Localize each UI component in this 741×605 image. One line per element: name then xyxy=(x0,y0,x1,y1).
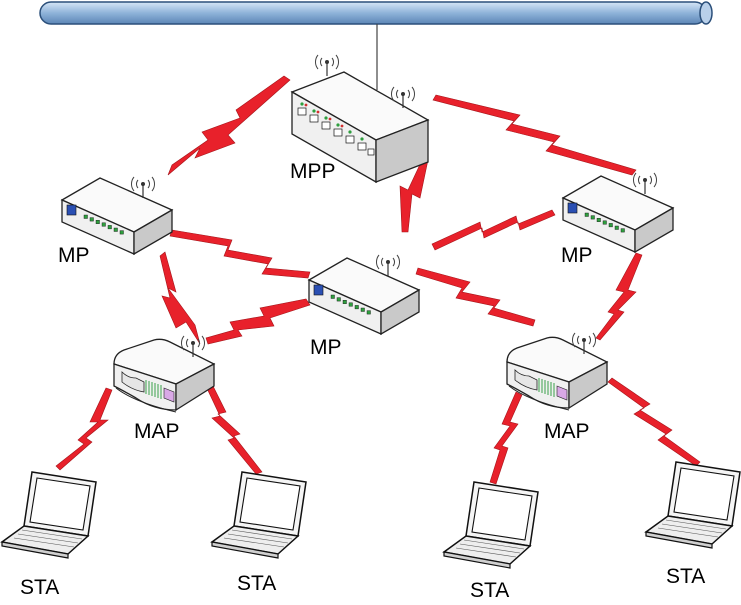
link-mp-left-mp-center xyxy=(169,229,311,279)
mp-right-label: MP xyxy=(561,244,593,267)
mp-center-label: MP xyxy=(310,336,342,359)
antenna-icon xyxy=(632,172,658,195)
sta-3-laptop-icon xyxy=(443,481,539,569)
sta-2-label: STA xyxy=(237,572,276,595)
link-mpp-mp-right xyxy=(432,94,637,176)
mp-left-label: MP xyxy=(58,244,90,267)
link-mp-center-map-right xyxy=(415,267,536,327)
link-mpp-mp-center xyxy=(399,157,429,233)
link-mp-right-map-right xyxy=(595,252,643,341)
link-mp-center-mp-right xyxy=(431,209,556,251)
sta-2-laptop-icon xyxy=(211,471,307,559)
map-right-label: MAP xyxy=(544,420,590,443)
link-map-right-sta-4 xyxy=(607,377,701,467)
link-map-left-sta-2 xyxy=(203,379,263,475)
link-mpp-mp-left xyxy=(167,75,291,176)
sta-1-laptop-icon xyxy=(1,471,97,559)
map-left-access-point-icon xyxy=(113,338,215,413)
backbone-pipe xyxy=(39,1,713,25)
link-map-left-sta-1 xyxy=(55,387,113,471)
link-mp-center-map-left xyxy=(205,298,311,345)
link-map-right-sta-3 xyxy=(489,391,523,485)
sta-4-label: STA xyxy=(666,565,705,588)
mp-right-router-icon xyxy=(562,175,674,253)
mpp-label: MPP xyxy=(290,160,336,183)
mp-center-router-icon xyxy=(308,257,420,335)
map-right-access-point-icon xyxy=(506,336,608,411)
mp-left-router-icon xyxy=(61,177,173,255)
mpp-switch-icon xyxy=(290,71,430,184)
wireless-links xyxy=(55,75,701,485)
sta-1-label: STA xyxy=(20,576,59,599)
map-left-label: MAP xyxy=(134,420,180,443)
sta-3-label: STA xyxy=(470,579,509,602)
sta-4-laptop-icon xyxy=(645,461,741,549)
link-mp-left-map-left xyxy=(159,251,201,345)
antenna-icon xyxy=(314,54,340,77)
